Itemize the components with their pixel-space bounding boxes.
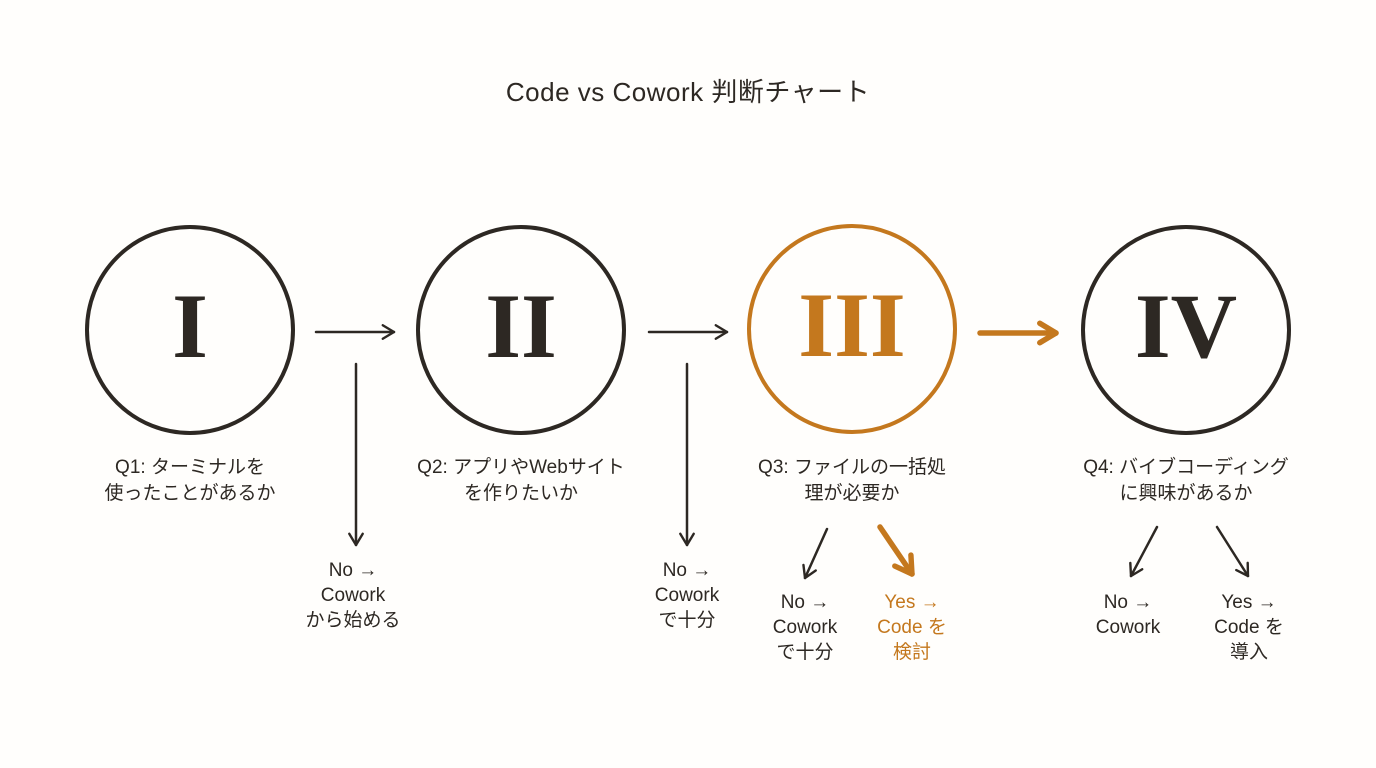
branch-q4-yes-label: Yes → Code を 導入 — [1214, 592, 1284, 663]
node-2-question: Q2: アプリやWebサイト を作りたいか — [417, 457, 625, 504]
node-4-circle: IV — [1081, 225, 1291, 435]
node-3-numeral: III — [798, 274, 906, 376]
node-4-numeral: IV — [1134, 275, 1238, 377]
node-3-question: Q3: ファイルの一括処 理が必要か — [758, 457, 946, 504]
node-4-question: Q4: バイブコーディング に興味があるか — [1083, 457, 1289, 504]
arrow-q4-no-diagonal — [1129, 525, 1159, 578]
branch-q1-no-label: No → Cowork から始める — [305, 560, 401, 631]
chart-title: Code vs Cowork 判断チャート — [505, 77, 871, 107]
arrow-q3-no-diagonal — [802, 527, 829, 580]
node-1-numeral: I — [172, 275, 208, 377]
branch-q2-no-label: No → Cowork で十分 — [654, 560, 720, 631]
node-3-circle-highlighted: III — [747, 224, 957, 434]
node-2-numeral: II — [485, 275, 557, 377]
arrow-q4-yes-diagonal — [1215, 525, 1250, 578]
arrow-q3-yes-diagonal-accent — [877, 524, 915, 577]
node-2-circle: II — [416, 225, 626, 435]
branch-q4-no-label: No → Cowork — [1095, 592, 1161, 638]
node-1-circle: I — [85, 225, 295, 435]
branch-q3-no-label: No → Cowork で十分 — [772, 592, 838, 663]
branch-q3-yes-label: Yes → Code を 検討 — [877, 592, 947, 663]
node-1-question: Q1: ターミナルを 使ったことがあるか — [104, 457, 276, 504]
